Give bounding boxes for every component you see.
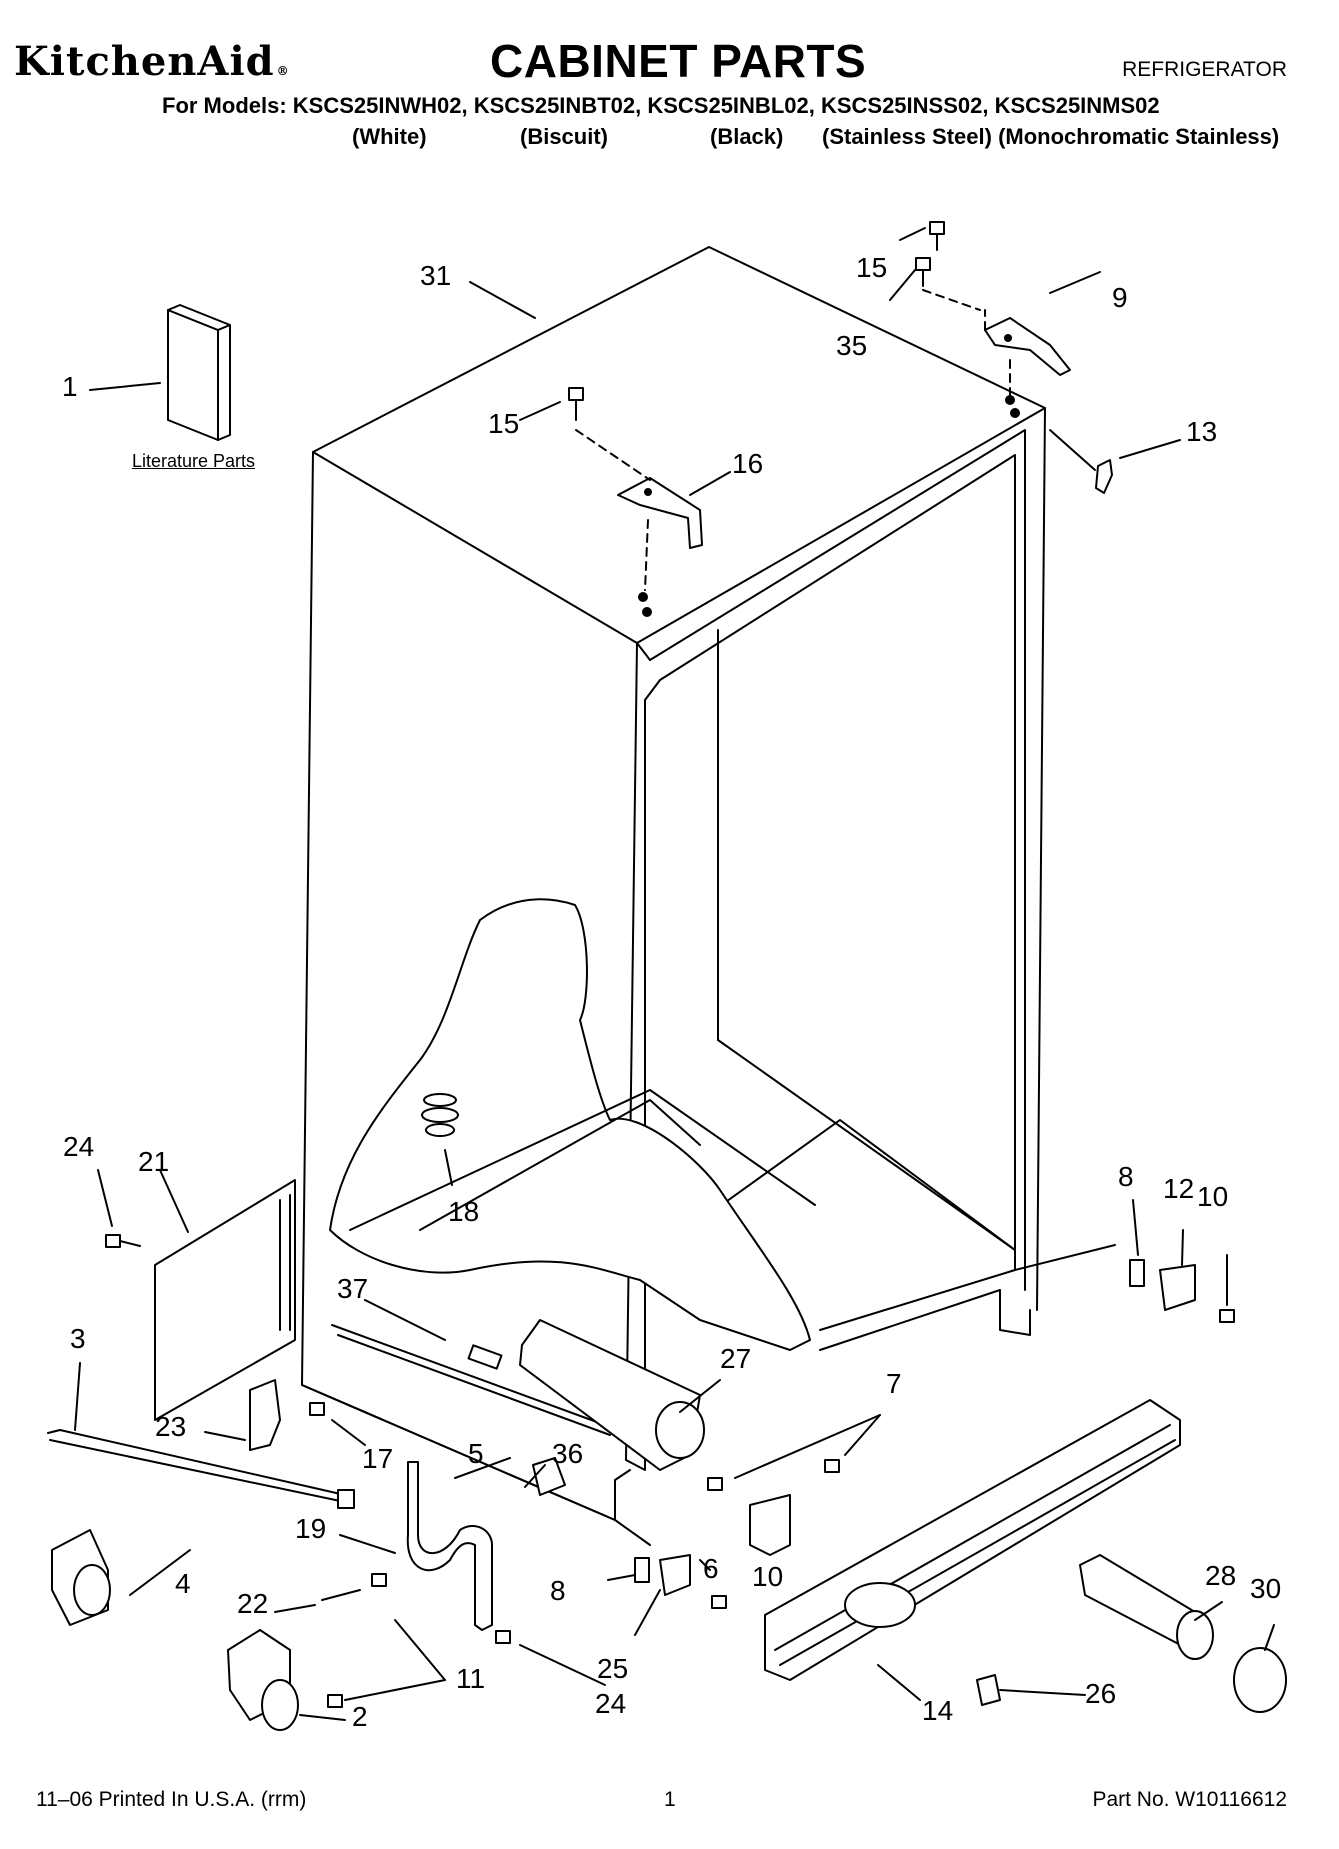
color-white: (White) — [352, 124, 427, 149]
callout-27: 27 — [720, 1343, 752, 1374]
leveling-rod-3 — [47, 1429, 355, 1509]
roller-assembly-4 — [51, 1529, 111, 1626]
callout-37: 37 — [337, 1273, 369, 1304]
callout-14: 14 — [922, 1695, 954, 1726]
base-grille-14 — [764, 1399, 1181, 1681]
page-number: 1 — [664, 1788, 676, 1811]
water-filter-28 — [1079, 1554, 1214, 1660]
models-line: For Models: KSCS25INWH02, KSCS25INBT02, … — [162, 93, 1160, 118]
callout-7: 7 — [886, 1368, 902, 1399]
callout-21: 21 — [138, 1146, 170, 1177]
callout-22: 22 — [237, 1588, 269, 1619]
callout-30: 30 — [1250, 1573, 1282, 1604]
top-hinge-right — [915, 221, 1071, 418]
callout-24-left: 24 — [63, 1131, 95, 1162]
callout-25: 25 — [597, 1653, 629, 1684]
screw-24a — [105, 1234, 141, 1248]
screws-7 — [707, 1459, 840, 1491]
color-stainless: (Stainless Steel) (Monochromatic Stainle… — [822, 124, 1280, 149]
callout-15-top: 15 — [856, 252, 888, 283]
tube-37-36 — [331, 1324, 611, 1436]
cabinet-shell — [301, 246, 1116, 1546]
callout-15-center: 15 — [488, 408, 520, 439]
bracket-23 — [249, 1379, 325, 1451]
callout-11: 11 — [456, 1663, 486, 1694]
callout-9: 9 — [1112, 282, 1128, 313]
callout-31: 31 — [420, 260, 452, 291]
callout-4: 4 — [175, 1568, 191, 1599]
callout-16: 16 — [732, 448, 764, 479]
callout-2: 2 — [352, 1701, 368, 1732]
appliance-type: REFRIGERATOR — [1122, 58, 1287, 81]
leader-lines — [74, 227, 1275, 1721]
callout-3: 3 — [70, 1323, 86, 1354]
callout-8-right: 8 — [1118, 1161, 1134, 1192]
callout-17: 17 — [362, 1443, 394, 1474]
callout-26: 26 — [1085, 1678, 1117, 1709]
callout-6: 6 — [703, 1553, 719, 1584]
top-hinge-center — [568, 387, 703, 617]
drain-grommet-18 — [421, 1093, 459, 1137]
filter-cap-30 — [1233, 1647, 1287, 1713]
screw-24b — [495, 1630, 511, 1644]
callout-36: 36 — [552, 1438, 584, 1469]
roller-assembly-2 — [227, 1629, 343, 1731]
color-black: (Black) — [710, 124, 784, 149]
callout-8-left: 8 — [550, 1575, 566, 1606]
filter-housing-27 — [519, 1319, 705, 1471]
page-title: CABINET PARTS — [490, 35, 867, 87]
callout-19: 19 — [295, 1513, 327, 1544]
clip-26 — [976, 1674, 1001, 1706]
callout-23: 23 — [155, 1411, 187, 1442]
hinge-lower-right-8-12-10 — [1129, 1259, 1235, 1323]
print-info: 11–06 Printed In U.S.A. (rrm) — [36, 1788, 307, 1811]
hinge-cap-13 — [1049, 429, 1113, 494]
callout-12: 12 — [1163, 1173, 1195, 1204]
color-biscuit: (Biscuit) — [520, 124, 608, 149]
callout-5: 5 — [468, 1438, 484, 1469]
callout-24-bottom: 24 — [595, 1688, 627, 1719]
callout-10-right: 10 — [1197, 1181, 1229, 1212]
hinge-lower-left-25-8-10 — [634, 1554, 727, 1609]
callout-1: 1 — [62, 371, 78, 402]
bracket-6 — [749, 1494, 791, 1556]
clip-5 — [532, 1457, 566, 1496]
callout-18: 18 — [448, 1196, 480, 1227]
part-number: Part No. W10116612 — [1092, 1788, 1287, 1811]
compressor-cover-21 — [154, 1179, 296, 1421]
callout-10-left: 10 — [752, 1561, 784, 1592]
drain-tube-19 — [406, 1461, 493, 1631]
callout-13: 13 — [1186, 416, 1218, 447]
literature-booklet-icon — [167, 304, 231, 441]
screws-22-11 — [321, 1573, 387, 1601]
literature-parts-label: Literature Parts — [132, 451, 256, 471]
callout-28: 28 — [1205, 1560, 1237, 1591]
callout-35: 35 — [836, 330, 868, 361]
brand-logo: KitchenAid® — [14, 38, 290, 85]
